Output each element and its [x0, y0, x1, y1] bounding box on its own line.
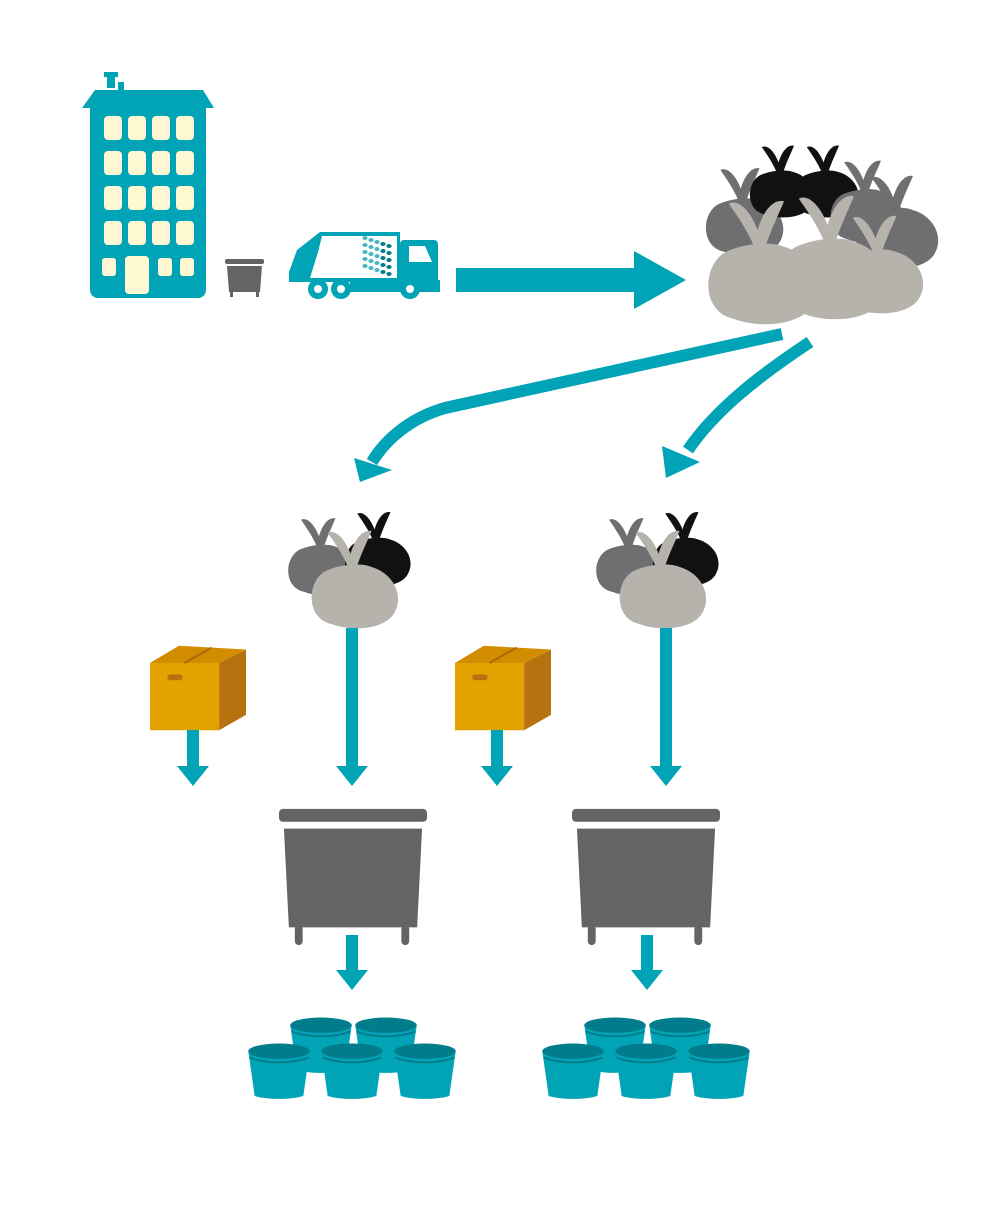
drop [368, 259, 374, 263]
garbage-truck-icon [289, 232, 440, 299]
drop [380, 242, 386, 246]
drop [386, 258, 392, 262]
curved-arrow-icon [366, 328, 814, 466]
window [104, 221, 122, 245]
arrow-down-icon [177, 730, 209, 786]
drop [368, 245, 374, 249]
arrow-down-icon [481, 730, 513, 786]
window [104, 186, 122, 210]
drop [368, 252, 374, 256]
bucket-group-icon [541, 1016, 751, 1101]
trash-bags-icon [288, 512, 411, 629]
window [104, 116, 122, 140]
drop [380, 256, 386, 260]
bucket [247, 1042, 311, 1101]
window [176, 151, 194, 175]
window [152, 221, 170, 245]
drop [374, 240, 380, 244]
trash-bag-pile-icon [705, 145, 939, 325]
bucket [614, 1042, 678, 1101]
bucket [687, 1042, 751, 1101]
trash-bags-icon [596, 512, 719, 629]
wheelie-bin-icon [225, 259, 264, 297]
bucket [541, 1042, 605, 1101]
arrow-head [662, 446, 700, 478]
arrow-right-icon [456, 251, 686, 309]
apartment-building-icon [82, 72, 214, 298]
cardboard-box-icon [455, 644, 551, 731]
bucket [320, 1042, 384, 1101]
drop [380, 270, 386, 274]
window [158, 258, 172, 276]
drop [386, 251, 392, 255]
arrow-down-icon [336, 628, 368, 786]
container-bin-icon [279, 808, 427, 946]
window [128, 221, 146, 245]
drop [374, 247, 380, 251]
drop [362, 250, 368, 254]
arrow-down-icon [336, 935, 368, 990]
window [152, 116, 170, 140]
bucket-group-icon [247, 1016, 457, 1101]
drop [386, 265, 392, 269]
arrow-head [354, 458, 392, 482]
window [152, 151, 170, 175]
window [104, 151, 122, 175]
window [128, 151, 146, 175]
drop [362, 257, 368, 261]
drop [368, 238, 374, 242]
drop [386, 244, 392, 248]
drop [362, 236, 368, 240]
drop [380, 249, 386, 253]
window [176, 116, 194, 140]
window [128, 116, 146, 140]
drop [362, 243, 368, 247]
drop [374, 254, 380, 258]
arrow-down-icon [631, 935, 663, 990]
window [180, 258, 194, 276]
window [176, 221, 194, 245]
container-bin-icon [572, 808, 720, 946]
window [128, 186, 146, 210]
drop [362, 264, 368, 268]
window [176, 186, 194, 210]
arrow-down-icon [650, 628, 682, 786]
bucket [393, 1042, 457, 1101]
drop [386, 272, 392, 276]
cardboard-box-icon [150, 644, 246, 731]
drop [374, 268, 380, 272]
window [152, 186, 170, 210]
drop [380, 263, 386, 267]
drop [374, 261, 380, 265]
window [102, 258, 116, 276]
drop [368, 266, 374, 270]
